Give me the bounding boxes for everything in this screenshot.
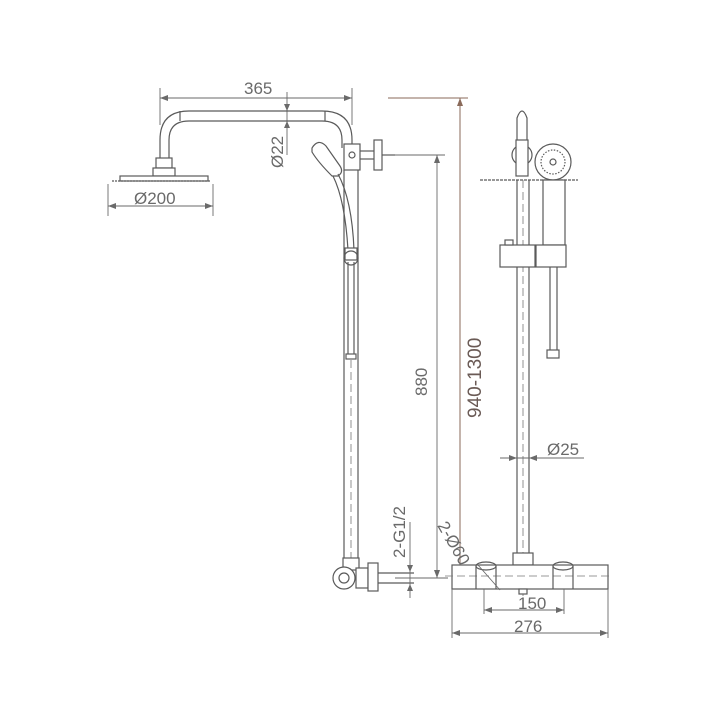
dimension-arm-length: 365: [244, 79, 273, 98]
dimension-head-diameter: Ø200: [134, 189, 176, 208]
dimension-inlet-spacing: 150: [518, 594, 547, 613]
dimension-pipe-diameter: Ø25: [547, 440, 580, 459]
dimension-total-height: 940-1300: [465, 337, 486, 418]
front-view: [107, 88, 468, 598]
dimension-mixer-width: 276: [514, 617, 543, 636]
dimension-rail-height: 880: [412, 367, 431, 396]
side-view: [445, 110, 612, 638]
dimension-connection: 2-G1/2: [390, 506, 409, 558]
dimension-arm-diameter: Ø22: [268, 135, 287, 168]
